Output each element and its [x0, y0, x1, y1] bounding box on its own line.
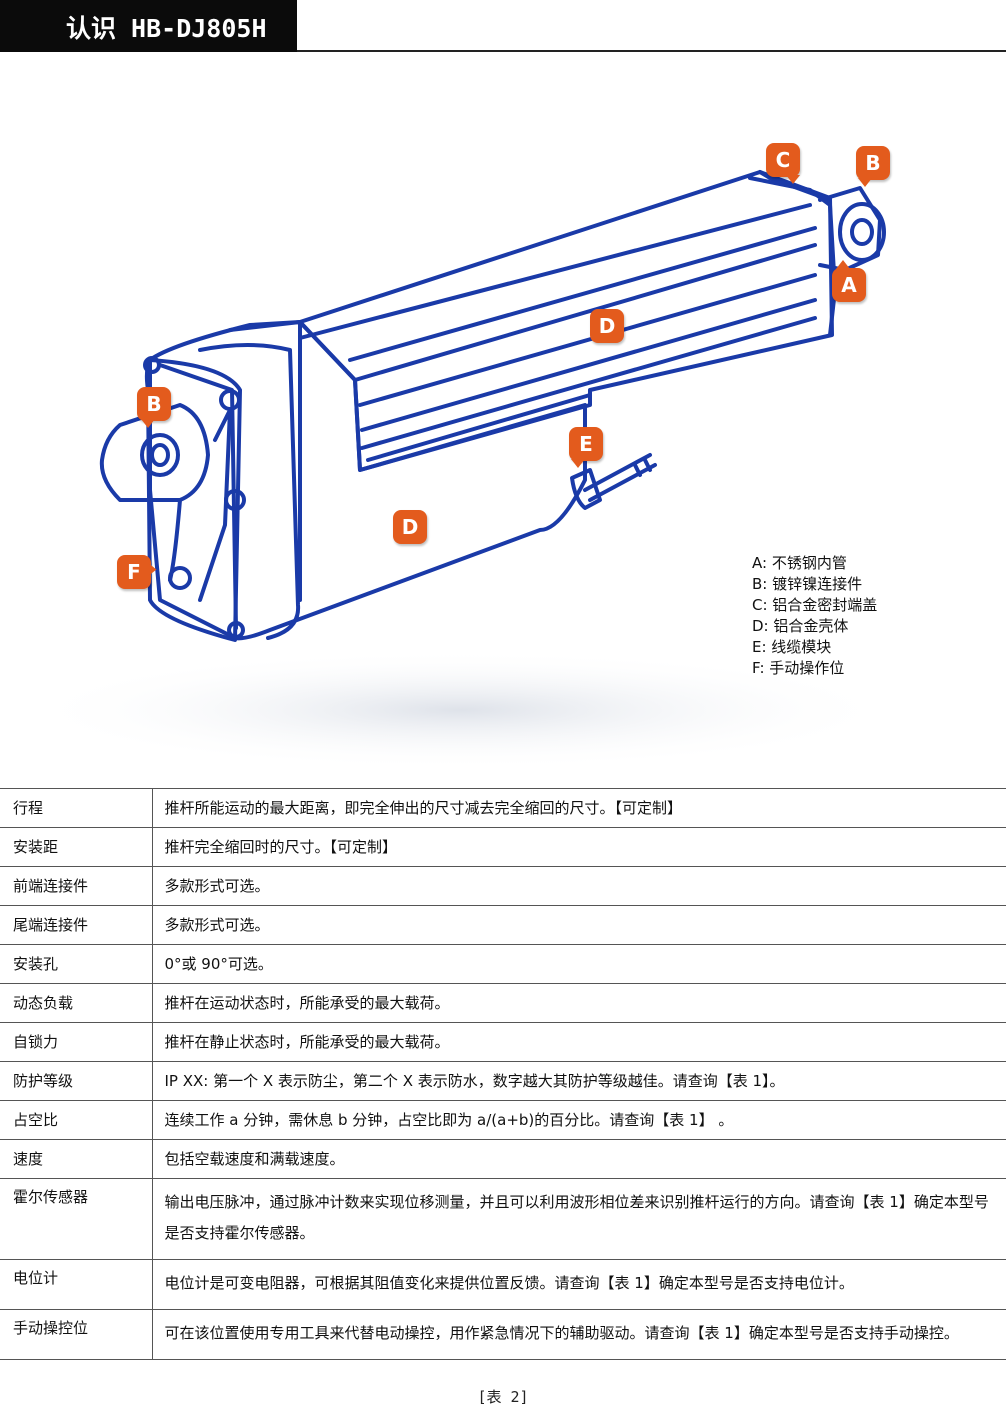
term-cell: 尾端连接件 — [0, 905, 153, 945]
floor-reflection — [20, 650, 900, 770]
legend-item: A: 不锈钢内管 — [752, 554, 847, 572]
term-cell: 速度 — [0, 1139, 153, 1179]
definition-cell: 推杆在运动状态时，所能承受的最大载荷。 — [152, 983, 1006, 1023]
actuator-figure: C B A D B E D F — [0, 60, 1006, 780]
term-cell: 防护等级 — [0, 1061, 153, 1101]
callout-d-rail: D — [590, 309, 624, 343]
callout-c: C — [766, 143, 800, 184]
term-cell: 电位计 — [0, 1259, 153, 1310]
table-row: 动态负载 推杆在运动状态时，所能承受的最大载荷。 — [0, 983, 1006, 1023]
callout-f: F — [117, 555, 157, 589]
callout-a: A — [832, 260, 866, 302]
definition-cell: 0°或 90°可选。 — [152, 944, 1006, 984]
callout-b-rear: B — [856, 146, 890, 187]
term-cell: 霍尔传感器 — [0, 1178, 153, 1260]
spec-table: 行程 推杆所能运动的最大距离，即完全伸出的尺寸减去完全缩回的尺寸。【可定制】 安… — [0, 788, 1006, 1360]
actuator-drawing — [20, 170, 900, 770]
term-cell: 安装孔 — [0, 944, 153, 984]
table-row: 尾端连接件 多款形式可选。 — [0, 905, 1006, 945]
rear-eye — [838, 202, 886, 262]
definition-cell: 输出电压脉冲，通过脉冲计数来实现位移测量，并且可以利用波形相位差来识别推杆运行的… — [152, 1178, 1006, 1260]
table-row: 速度 包括空载速度和满载速度。 — [0, 1139, 1006, 1179]
table-row: 安装孔 0°或 90°可选。 — [0, 944, 1006, 984]
definition-cell: 多款形式可选。 — [152, 905, 1006, 945]
definition-cell: IP XX: 第一个 X 表示防尘，第二个 X 表示防水，数字越大其防护等级越佳… — [152, 1061, 1006, 1101]
term-cell: 动态负载 — [0, 983, 153, 1023]
term-cell: 占空比 — [0, 1100, 153, 1140]
end-cap — [748, 176, 837, 337]
table-row: 霍尔传感器 输出电压脉冲，通过脉冲计数来实现位移测量，并且可以利用波形相位差来识… — [0, 1178, 1006, 1260]
cable-module — [570, 468, 602, 510]
header-rule — [297, 50, 1006, 52]
legend-item: B: 镀锌镍连接件 — [752, 575, 863, 593]
legend-item: D: 铝合金壳体 — [752, 617, 849, 635]
table-caption: [表 2] — [477, 1388, 529, 1406]
table-row: 前端连接件 多款形式可选。 — [0, 866, 1006, 906]
table-row: 占空比 连续工作 a 分钟，需休息 b 分钟，占空比即为 a/(a+b)的百分比… — [0, 1100, 1006, 1140]
term-cell: 自锁力 — [0, 1022, 153, 1062]
term-cell: 手动操控位 — [0, 1309, 153, 1360]
parts-legend: A: 不锈钢内管 B: 镀锌镍连接件 C: 铝合金密封端盖 D: 铝合金壳体 E… — [752, 553, 877, 679]
table-row: 电位计 电位计是可变电阻器，可根据其阻值变化来提供位置反馈。请查询【表 1】确定… — [0, 1259, 1006, 1310]
definition-cell: 可在该位置使用专用工具来代替电动操控，用作紧急情况下的辅助驱动。请查询【表 1】… — [152, 1309, 1006, 1360]
table-row: 防护等级 IP XX: 第一个 X 表示防尘，第二个 X 表示防水，数字越大其防… — [0, 1061, 1006, 1101]
table-row: 安装距 推杆完全缩回时的尺寸。【可定制】 — [0, 827, 1006, 867]
callout-e: E — [569, 427, 603, 468]
end-plate — [144, 358, 242, 642]
definition-cell: 多款形式可选。 — [152, 866, 1006, 906]
manual-port — [168, 566, 192, 590]
term-cell: 前端连接件 — [0, 866, 153, 906]
definition-cell: 推杆所能运动的最大距离，即完全伸出的尺寸减去完全缩回的尺寸。【可定制】 — [152, 788, 1006, 828]
definition-cell: 推杆在静止状态时，所能承受的最大载荷。 — [152, 1022, 1006, 1062]
header-tab: 认识 HB-DJ805H — [0, 0, 297, 52]
callout-d-housing: D — [393, 510, 427, 544]
table-row: 手动操控位 可在该位置使用专用工具来代替电动操控，用作紧急情况下的辅助驱动。请查… — [0, 1309, 1006, 1360]
page-title: 认识 HB-DJ805H — [66, 14, 267, 43]
callout-b-front: B — [137, 387, 171, 428]
gearbox-housing — [148, 320, 587, 641]
legend-item: E: 线缆模块 — [752, 638, 832, 656]
term-cell: 行程 — [0, 788, 153, 828]
definition-cell: 连续工作 a 分钟，需休息 b 分钟，占空比即为 a/(a+b)的百分比。请查询… — [152, 1100, 1006, 1140]
legend-item: C: 铝合金密封端盖 — [752, 596, 878, 614]
definition-cell: 推杆完全缩回时的尺寸。【可定制】 — [152, 827, 1006, 867]
definition-cell: 包括空载速度和满载速度。 — [152, 1139, 1006, 1179]
table-row: 自锁力 推杆在静止状态时，所能承受的最大载荷。 — [0, 1022, 1006, 1062]
definition-cell: 电位计是可变电阻器，可根据其阻值变化来提供位置反馈。请查询【表 1】确定本型号是… — [152, 1259, 1006, 1310]
legend-item: F: 手动操作位 — [752, 659, 845, 677]
table-row: 行程 推杆所能运动的最大距离，即完全伸出的尺寸减去完全缩回的尺寸。【可定制】 — [0, 788, 1006, 828]
term-cell: 安装距 — [0, 827, 153, 867]
